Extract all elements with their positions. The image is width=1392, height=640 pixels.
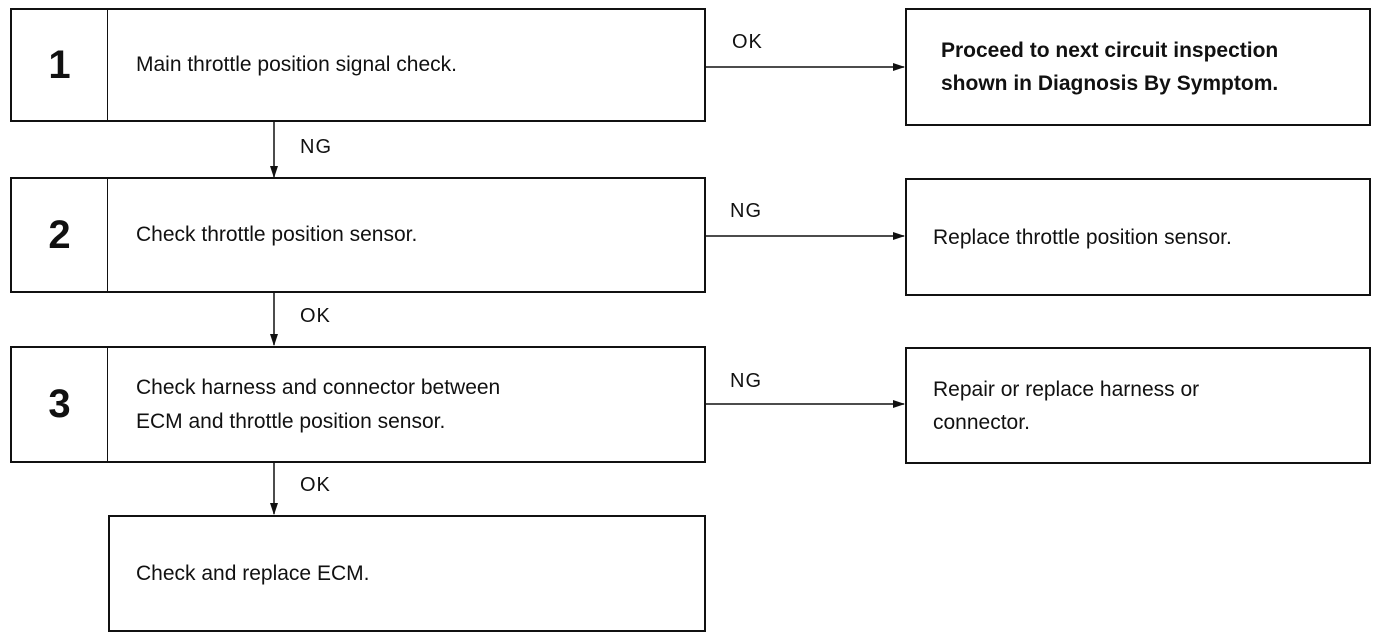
result-2-box: Replace throttle position sensor. (905, 178, 1371, 296)
step-1-box: 1 Main throttle position signal check. (10, 8, 706, 122)
branch-label-3: NG (730, 370, 762, 392)
step-2-text: Check throttle position sensor. (136, 223, 418, 246)
step-2-box: 2 Check throttle position sensor. (10, 177, 706, 293)
step-1-text: Main throttle position signal check. (136, 53, 457, 76)
result-3-box: Repair or replace harness or connector. (905, 347, 1371, 464)
final-step-box: Check and replace ECM. (108, 515, 706, 632)
down-label-1: NG (300, 136, 332, 158)
down-label-2: OK (300, 305, 331, 327)
step-1-number: 1 (12, 10, 108, 120)
step-3-box: 3 Check harness and connector between EC… (10, 346, 706, 463)
down-label-3: OK (300, 474, 331, 496)
final-step-text: Check and replace ECM. (136, 561, 370, 585)
step-3-number: 3 (12, 348, 108, 461)
result-1-box: Proceed to next circuit inspection shown… (905, 8, 1371, 126)
branch-label-2: NG (730, 200, 762, 222)
step-3-text: Check harness and connector between ECM … (136, 375, 501, 433)
branch-label-1: OK (732, 31, 763, 53)
step-2-number: 2 (12, 179, 108, 291)
